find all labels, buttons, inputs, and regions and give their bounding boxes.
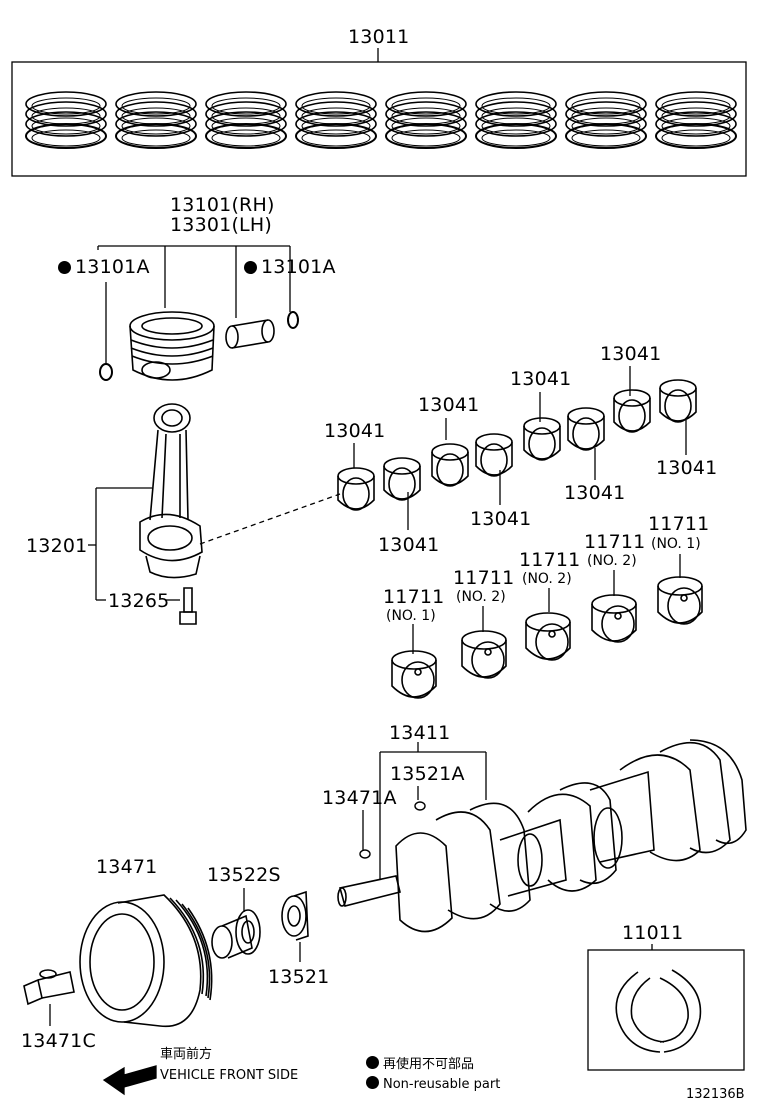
dashed-alignment [199, 493, 341, 545]
main-bearing-shell [657, 576, 703, 625]
piston-ring-set-box [11, 61, 747, 177]
diagram-id: 132136B [686, 1087, 745, 1102]
callout-11711-4: 11711 [584, 531, 646, 553]
callout-11711-1: 11711 [383, 586, 445, 608]
callout-13041-4: 13041 [470, 508, 532, 530]
con-rod-bearing-shell [475, 433, 513, 477]
non-reusable-dot-icon [366, 1056, 379, 1069]
main-bearing-shell [525, 612, 571, 661]
callout-13101a-right: 13101A [244, 258, 336, 277]
snap-ring-right-drawing [287, 311, 299, 329]
callout-11011: 11011 [622, 922, 684, 944]
timing-gear-drawing [281, 890, 309, 941]
con-rod-bearing-shell [613, 389, 651, 433]
timing-sprocket-drawing [211, 909, 261, 959]
callout-no2-b: (NO. 2) [522, 571, 572, 587]
callout-13201: 13201 [26, 535, 88, 557]
leaders-11711 [412, 554, 681, 654]
legend-nonreuse-en: Non-reusable part [366, 1076, 500, 1091]
non-reusable-dot-icon [58, 261, 71, 274]
callout-13041-3: 13041 [418, 394, 480, 416]
pulley-key-drawing [359, 849, 371, 859]
callout-13471: 13471 [96, 856, 158, 878]
con-rod-bearing-shell [523, 417, 561, 461]
main-bearing-shell [391, 650, 437, 699]
snap-ring-left-drawing [99, 363, 113, 381]
piston-drawing [129, 311, 215, 381]
crank-key-drawing [414, 801, 426, 811]
piston-ring-stack [385, 91, 467, 149]
legend-nonreuse-jp: 再使用不可部品 [366, 1056, 474, 1071]
vehicle-front-jp: 車両前方 [160, 1047, 213, 1062]
callout-13041-5: 13041 [510, 368, 572, 390]
crank-pulley-drawing [79, 894, 213, 1028]
piston-ring-stack [565, 91, 647, 149]
callout-no1-b: (NO. 1) [651, 536, 701, 552]
piston-pin-drawing [225, 319, 275, 349]
callout-13522s: 13522S [207, 864, 281, 886]
con-rod-bearing-shell [567, 407, 605, 451]
callout-13265: 13265 [108, 590, 170, 612]
thrust-washer-drawing [615, 969, 702, 1053]
piston-ring-stack [205, 91, 287, 149]
callout-13471a: 13471A [322, 787, 397, 809]
callout-13411: 13411 [389, 722, 451, 744]
callout-13041-8: 13041 [656, 457, 718, 479]
con-rod-bolt-drawing [179, 587, 197, 625]
non-reusable-dot-icon [244, 261, 257, 274]
callout-13041-6: 13041 [564, 482, 626, 504]
main-bearing-shell [461, 630, 507, 679]
thrust-washer-box [587, 949, 745, 1071]
callout-13471c: 13471C [21, 1030, 96, 1052]
piston-ring-stack [655, 91, 737, 149]
con-rod-bearing-shell [383, 457, 421, 501]
callout-13101-rh: 13101(RH) [170, 194, 275, 216]
callout-11711-2: 11711 [453, 567, 515, 589]
con-rod-bearing-shell [337, 467, 375, 511]
pulley-bolt-drawing [23, 969, 75, 1006]
piston-ring-stack [25, 91, 107, 149]
callout-no1-a: (NO. 1) [386, 608, 436, 624]
callout-13011: 13011 [348, 26, 410, 48]
non-reusable-dot-icon [366, 1076, 379, 1089]
con-rod-bearings-drawing [337, 379, 697, 511]
vehicle-front-arrow-icon [102, 1065, 157, 1096]
con-rod-bearing-shell [431, 443, 469, 487]
callout-11711-5: 11711 [648, 513, 710, 535]
callout-13041-2: 13041 [378, 534, 440, 556]
callout-no2-a: (NO. 2) [456, 589, 506, 605]
main-bearing-shell [591, 594, 637, 643]
piston-ring-stack [295, 91, 377, 149]
callout-11711-3: 11711 [519, 549, 581, 571]
crankshaft-drawing [337, 739, 747, 933]
con-rod-bearing-shell [659, 379, 697, 423]
leaders-13041 [353, 366, 687, 530]
piston-ring-stack [115, 91, 197, 149]
main-bearings-drawing [391, 576, 703, 699]
callout-13301-lh: 13301(LH) [170, 214, 272, 236]
callout-13041-1: 13041 [324, 420, 386, 442]
callout-no2-c: (NO. 2) [587, 553, 637, 569]
piston-ring-set-drawing [25, 91, 737, 149]
callout-13041-7: 13041 [600, 343, 662, 365]
piston-ring-stack [475, 91, 557, 149]
callout-13521a: 13521A [390, 763, 465, 785]
connecting-rod-drawing [139, 403, 203, 579]
vehicle-front-en: VEHICLE FRONT SIDE [160, 1068, 299, 1083]
callout-13521: 13521 [268, 966, 330, 988]
callout-13101a-left: 13101A [58, 258, 150, 277]
